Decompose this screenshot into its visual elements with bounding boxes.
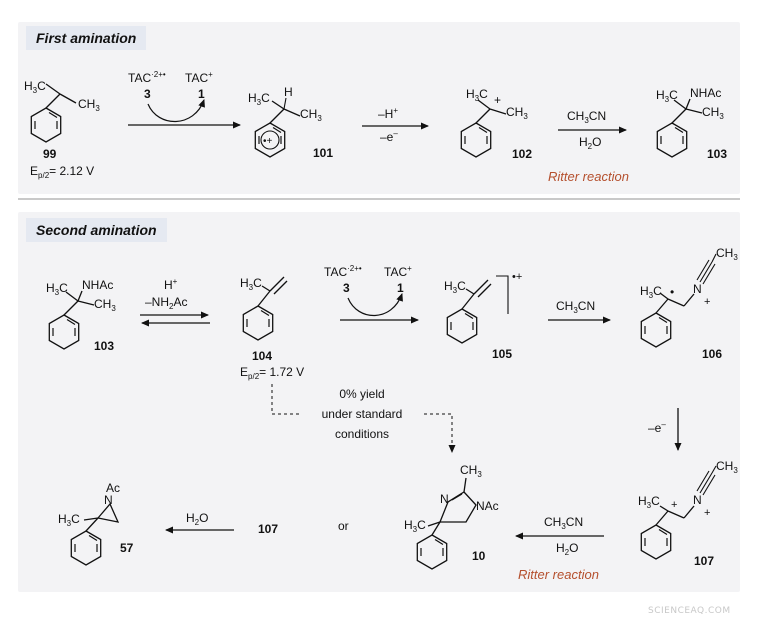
catalyst-curved-arrow-1	[147, 99, 205, 123]
svg-text:N: N	[693, 282, 702, 296]
tac-radical-label-1: TAC·2+•	[128, 70, 166, 85]
svg-text:H3C: H3C	[466, 87, 488, 103]
ch3cn-label-3: CH3CN	[544, 515, 583, 531]
svg-text:H3C: H3C	[240, 276, 262, 292]
svg-text:CH3: CH3	[702, 105, 724, 121]
second-amination-title: Second amination	[26, 218, 167, 242]
first-amination-title: First amination	[26, 26, 147, 50]
section-divider	[18, 198, 740, 200]
svg-text:H3C: H3C	[248, 91, 270, 107]
compound-label-106: 106	[702, 347, 722, 361]
compound-label-103: 103	[707, 147, 727, 161]
svg-text:H3C: H3C	[638, 494, 660, 510]
compound-label-103-b: 103	[94, 339, 114, 353]
svg-text:N: N	[104, 493, 113, 507]
svg-text:H: H	[284, 85, 293, 99]
h2o-label-3: H2O	[186, 511, 208, 527]
catalyst-number-1-a: 1	[198, 87, 205, 101]
svg-text:H3C: H3C	[444, 279, 466, 295]
minus-e-label-1: –e–	[380, 129, 398, 144]
potential-104-value: = 1.72 V	[259, 365, 304, 379]
catalyst-number-3-a: 3	[144, 87, 151, 101]
compound-101-structure: •+ H3C H CH3	[248, 85, 322, 158]
svg-text:H3C: H3C	[58, 512, 80, 528]
compound-107-structure: H3C + N + CH3	[638, 459, 738, 560]
svg-text:CH3: CH3	[94, 297, 116, 313]
svg-text:H3C: H3C	[46, 281, 68, 297]
watermark: SCIENCEAQ.COM	[648, 606, 731, 616]
svg-text:NHAc: NHAc	[82, 278, 113, 292]
svg-text:H3C: H3C	[404, 518, 426, 534]
yield-note-line-1: 0% yield	[339, 387, 384, 401]
svg-text:•: •	[670, 285, 674, 299]
minus-h-label: –H+	[378, 106, 398, 121]
compound-99-structure: H3C CH3	[24, 79, 100, 143]
tac-radical-label-2: TAC·2+•	[324, 264, 362, 279]
h-plus-label: H+	[164, 277, 178, 292]
compound-label-104: 104	[252, 349, 272, 363]
svg-text:+: +	[704, 507, 710, 519]
svg-text:•+: •+	[263, 136, 273, 147]
catalyst-number-1-b: 1	[397, 281, 404, 295]
compound-label-105: 105	[492, 347, 512, 361]
tac-cation-label-2: TAC+	[384, 264, 412, 279]
compound-105-structure: H3C •+	[444, 271, 522, 344]
h2o-label-1: H2O	[579, 135, 601, 151]
ritter-reaction-label-2: Ritter reaction	[518, 567, 599, 582]
catalyst-curved-arrow-2	[347, 293, 403, 317]
svg-text:N: N	[693, 493, 702, 507]
svg-text:H3C: H3C	[656, 88, 678, 104]
second-amination-panel	[18, 212, 740, 592]
svg-text:+: +	[494, 93, 501, 107]
compound-label-99: 99	[43, 147, 57, 161]
minus-e-label-2: –e–	[648, 420, 666, 435]
potential-99-value: = 2.12 V	[49, 164, 94, 178]
ritter-reaction-label-1: Ritter reaction	[548, 169, 629, 184]
dashed-path-left	[271, 384, 300, 415]
catalyst-number-3-b: 3	[343, 281, 350, 295]
svg-text:NAc: NAc	[476, 499, 499, 513]
compound-label-57: 57	[120, 541, 134, 555]
svg-text:CH3: CH3	[460, 463, 482, 479]
compound-label-102: 102	[512, 147, 532, 161]
h3c-label: H3C	[24, 79, 46, 95]
minus-nh2ac-label: –NH2Ac	[145, 295, 187, 311]
yield-note-line-2: under standard	[322, 407, 403, 421]
compound-103-structure: H3C NHAc CH3	[656, 86, 724, 158]
ch3-label: CH3	[78, 97, 100, 113]
compound-57-structure: N Ac H3C	[58, 481, 120, 566]
compound-label-101: 101	[313, 146, 333, 160]
compound-label-107-b: 107	[258, 522, 278, 536]
compound-label-107: 107	[694, 554, 714, 568]
or-label: or	[338, 519, 349, 533]
ch3cn-label-2: CH3CN	[556, 299, 595, 315]
svg-text:Ac: Ac	[106, 481, 120, 495]
compound-106-structure: H3C • N + CH3	[640, 246, 738, 348]
potential-104: Ep/2= 1.72 V	[240, 365, 304, 381]
h2o-label-2: H2O	[556, 541, 578, 557]
svg-text:CH3: CH3	[300, 107, 322, 123]
svg-text:CH3: CH3	[716, 459, 738, 475]
ch3cn-label-1: CH3CN	[567, 109, 606, 125]
potential-99: Ep/2= 2.12 V	[30, 164, 94, 180]
svg-text:CH3: CH3	[506, 105, 528, 121]
svg-text:H3C: H3C	[640, 284, 662, 300]
svg-text:•+: •+	[512, 271, 522, 283]
yield-note-line-3: conditions	[335, 427, 389, 441]
svg-text:+: +	[704, 296, 710, 308]
compound-10-structure: N NAc CH3 H3C	[404, 463, 499, 570]
svg-text:+: +	[671, 499, 677, 511]
svg-text:NHAc: NHAc	[690, 86, 721, 100]
dashed-path-right	[424, 413, 456, 453]
compound-103-structure-b: H3C NHAc CH3	[46, 278, 116, 350]
compound-104-structure: H3C	[240, 276, 288, 341]
first-amination-panel	[18, 22, 740, 194]
svg-text:N: N	[440, 492, 449, 506]
svg-text:CH3: CH3	[716, 246, 738, 262]
compound-102-structure: H3C + CH3	[460, 87, 528, 158]
tac-cation-label-1: TAC+	[185, 70, 213, 85]
compound-label-10: 10	[472, 549, 486, 563]
